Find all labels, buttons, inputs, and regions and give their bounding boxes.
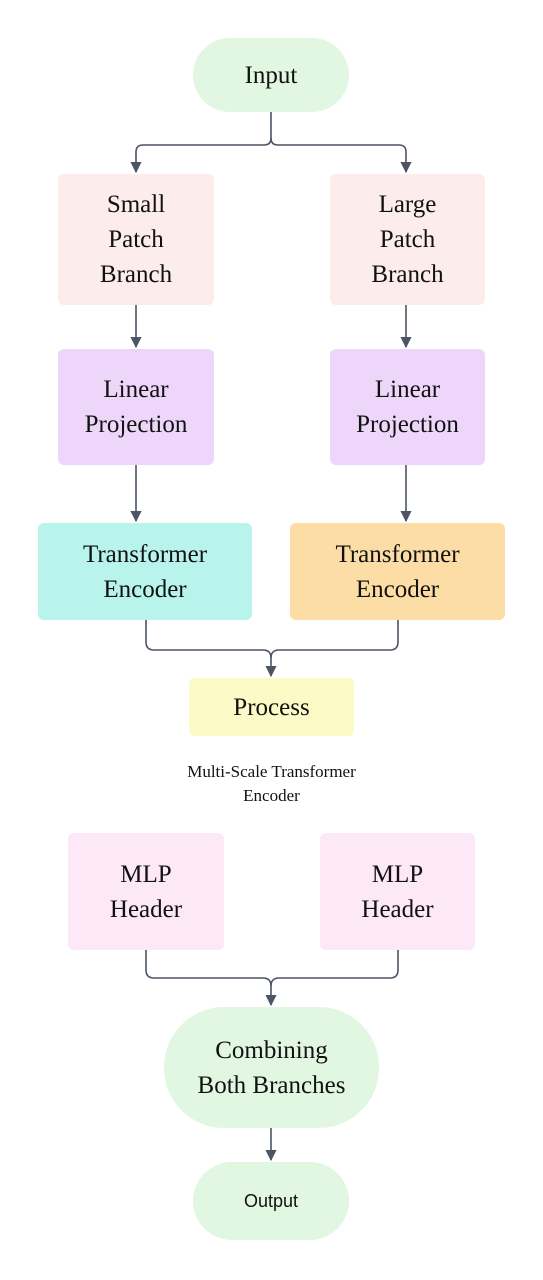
edge-input-split-right [270,137,412,174]
linear-projection-left-node: Linear Projection [58,349,214,465]
group-caption: Multi-Scale Transformer Encoder [187,762,356,805]
edge-mlps-to-combining [145,950,277,1007]
transformer-encoder-right-node: Transformer Encoder [290,523,505,620]
mlp-header-left-node: MLP Header [68,833,224,950]
linear-projection-right-node: Linear Projection [330,349,485,465]
output-node: Output [193,1162,349,1240]
small-patch-branch-node: Small Patch Branch [58,174,214,305]
edge-mlp-right-join [270,950,399,987]
edge-transformers-to-process [145,620,277,678]
edge-transformer-right-join [270,620,399,659]
process-node: Process [189,678,354,736]
edge-input-split [130,112,272,174]
mlp-header-right-node: MLP Header [320,833,475,950]
transformer-encoder-left-node: Transformer Encoder [38,523,252,620]
combining-branches-node: Combining Both Branches [164,1007,379,1128]
large-patch-branch-node: Large Patch Branch [330,174,485,305]
input-node: Input [193,38,349,112]
